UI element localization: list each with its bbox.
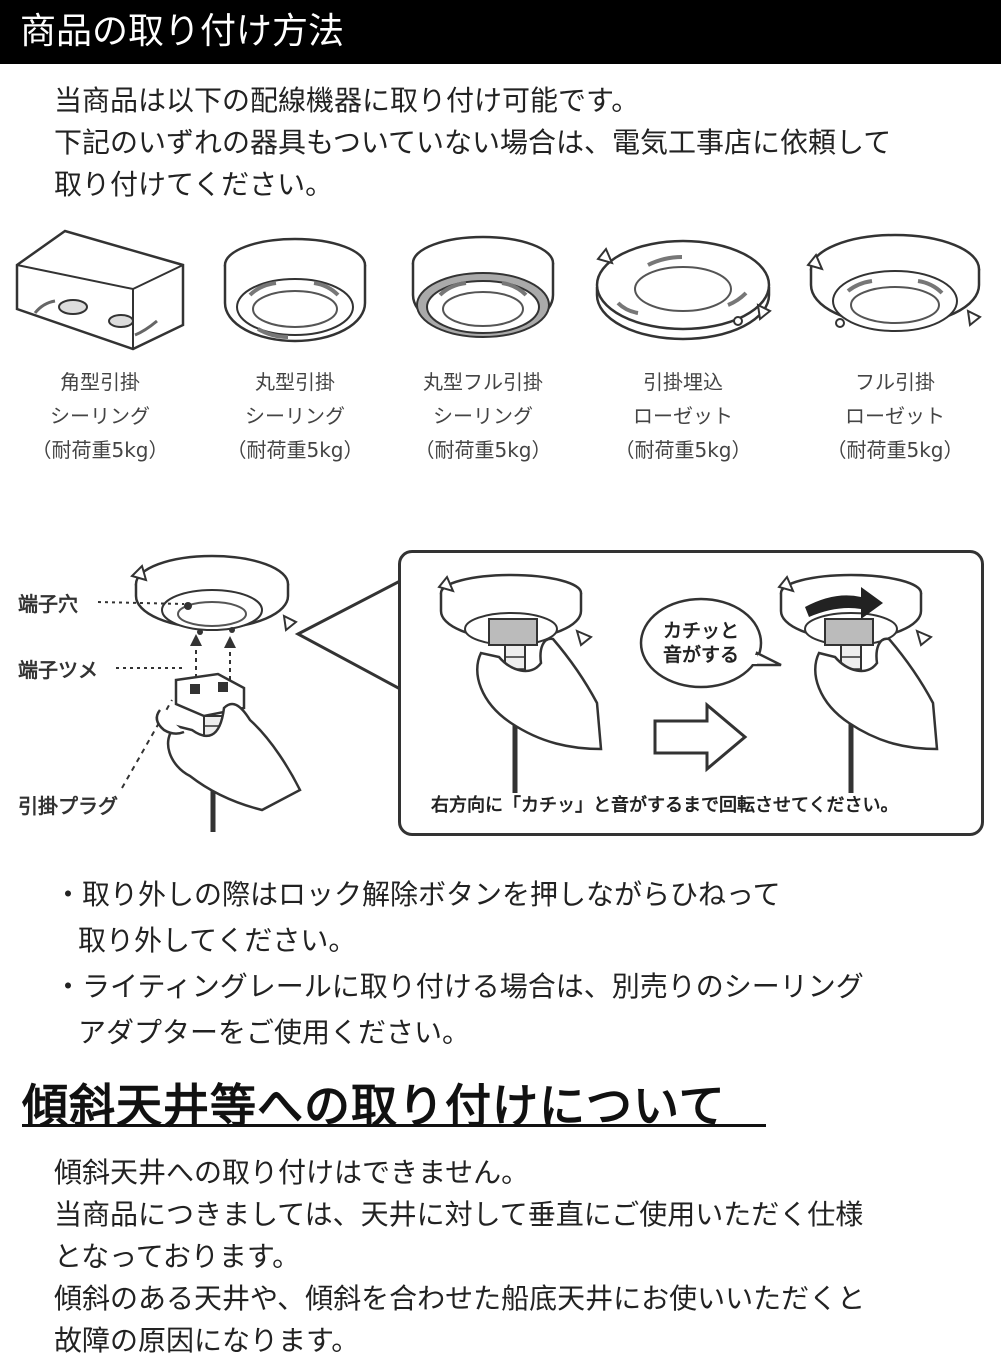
speech-line: カチッと <box>662 620 739 642</box>
fixture-list: 角型引掛 シーリング （耐荷重5kg） 丸型引掛 シーリング （耐荷重5kg） <box>0 225 1001 475</box>
intro-line: 取り付けてください。 <box>54 168 334 201</box>
intro-line: 下記のいずれの器具もついていない場合は、電気工事店に依頼して <box>54 126 892 159</box>
square-ceiling-illustration <box>15 229 185 351</box>
bottom-line: 傾斜のある天井や、傾斜を合わせた船底天井にお使いいただくと <box>54 1282 866 1315</box>
bottom-line: 当商品につきましては、天井に対して垂直にご使用いただく仕様 <box>54 1198 864 1231</box>
label-terminal-hole: 端子穴 <box>18 592 78 616</box>
fixture-name: 角型引掛 <box>60 370 140 394</box>
bottom-line: となっております。 <box>54 1240 301 1273</box>
speech-line: 音がする <box>662 644 739 666</box>
fixture-caption: 丸型フル引掛 シーリング （耐荷重5kg） <box>388 365 578 467</box>
embedded-rosette-illustration <box>595 239 772 341</box>
fixture-name: フル引掛 <box>855 370 935 394</box>
plug-insert-illustration <box>97 554 302 832</box>
fixture-name: 丸型引掛 <box>255 370 335 394</box>
fixture-round-full-ceiling: 丸型フル引掛 シーリング （耐荷重5kg） <box>388 225 578 470</box>
rotate-instruction: 右方向に「カチッ」と音がするまで回転させてください。 <box>431 795 899 816</box>
fixture-embedded-rosette: 引掛埋込 ローゼット （耐荷重5kg） <box>588 225 778 470</box>
fixture-square-ceiling: 角型引掛 シーリング （耐荷重5kg） <box>5 225 195 470</box>
note-item-cont: 取り外してください。 <box>78 924 357 957</box>
fixture-caption: フル引掛 ローゼット （耐荷重5kg） <box>800 365 990 467</box>
note-item: ・ライティングレールに取り付ける場合は、別売りのシーリング <box>54 970 864 1003</box>
intro-line: 当商品は以下の配線機器に取り付け可能です。 <box>54 84 640 117</box>
full-rosette-illustration <box>806 233 982 332</box>
rotate-plug-illustration <box>437 573 939 793</box>
fixture-caption: 引掛埋込 ローゼット （耐荷重5kg） <box>588 365 778 467</box>
fixture-load: （耐荷重5kg） <box>226 438 364 462</box>
label-hook-plug: 引掛プラグ <box>18 794 118 818</box>
intro-text: 当商品は以下の配線機器に取り付け可能です。 下記のいずれの器具もついていない場合… <box>54 80 891 206</box>
fixture-load: （耐荷重5kg） <box>414 438 552 462</box>
round-ceiling-illustration <box>223 237 367 343</box>
notes-list: ・取り外しの際はロック解除ボタンを押しながらひねって 取り外してください。 ・ラ… <box>54 872 864 1056</box>
note-item: ・取り外しの際はロック解除ボタンを押しながらひねって <box>54 878 781 911</box>
install-diagram: 端子穴 端子ツメ 引掛プラグ <box>0 540 1001 840</box>
fixture-type: シーリング <box>50 404 150 428</box>
fixture-caption: 丸型引掛 シーリング （耐荷重5kg） <box>200 365 390 467</box>
fixture-type: シーリング <box>433 404 533 428</box>
slanted-ceiling-text: 傾斜天井への取り付けはできません。 当商品につきましては、天井に対して垂直にご使… <box>54 1152 865 1362</box>
fixture-load: （耐荷重5kg） <box>614 438 752 462</box>
fixture-load: （耐荷重5kg） <box>826 438 964 462</box>
section-underline <box>22 1124 766 1127</box>
fixture-full-rosette: フル引掛 ローゼット （耐荷重5kg） <box>800 225 990 470</box>
round-full-ceiling-illustration <box>411 235 555 338</box>
note-item-cont: アダプターをご使用ください。 <box>78 1016 471 1049</box>
bottom-line: 傾斜天井への取り付けはできません。 <box>54 1156 530 1189</box>
zoom-callout-box: カチッと 音がする 右方向に「カチッ」と音がするまで回転させてください。 <box>398 550 984 836</box>
fixture-type: ローゼット <box>845 404 945 428</box>
speech-bubble-text: カチッと 音がする <box>641 619 761 667</box>
fixture-caption: 角型引掛 シーリング （耐荷重5kg） <box>5 365 195 467</box>
fixture-load: （耐荷重5kg） <box>31 438 169 462</box>
fixture-name: 丸型フル引掛 <box>423 370 543 394</box>
bottom-line: 故障の原因になります。 <box>54 1324 360 1357</box>
page-title: 商品の取り付け方法 <box>20 11 345 52</box>
fixture-type: ローゼット <box>633 404 733 428</box>
fixture-type: シーリング <box>245 404 345 428</box>
label-terminal-claw: 端子ツメ <box>18 658 98 682</box>
fixture-name: 引掛埋込 <box>643 370 723 394</box>
callout-pointer <box>294 577 408 693</box>
fixture-round-ceiling: 丸型引掛 シーリング （耐荷重5kg） <box>200 225 390 470</box>
header-bar: 商品の取り付け方法 <box>0 0 1001 64</box>
